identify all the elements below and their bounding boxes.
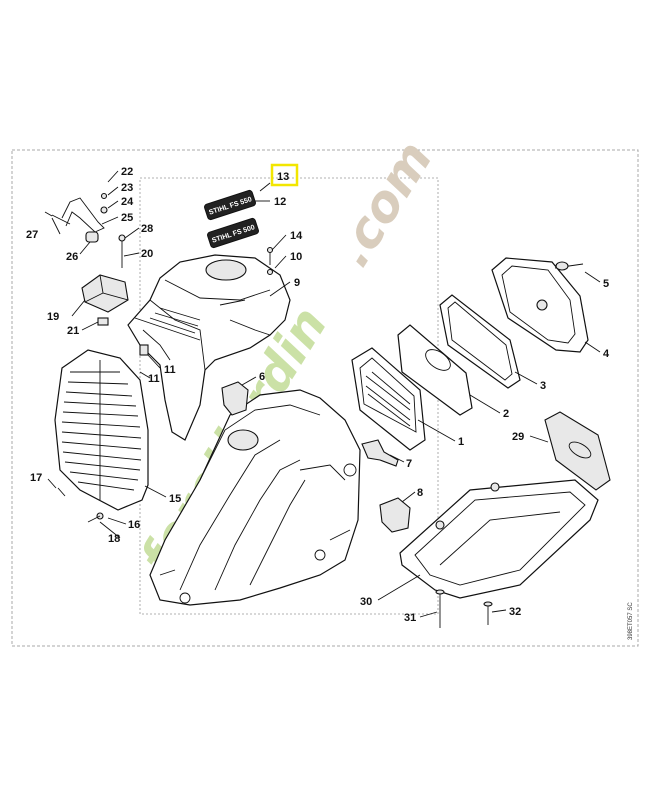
label-32: 32 — [509, 606, 521, 618]
label-13: 13 — [277, 171, 289, 183]
filter-cover-part — [491, 257, 589, 353]
label-11b: 11 — [148, 373, 160, 385]
decal-parts: STIHL FS 550 STIHL FS 500 — [204, 189, 259, 249]
label-18: 18 — [108, 533, 120, 545]
highlight-box — [270, 163, 299, 187]
label-10: 10 — [290, 251, 302, 263]
label-17: 17 — [30, 472, 42, 484]
label-19: 19 — [47, 311, 59, 323]
shroud-part — [127, 254, 291, 441]
housing-part — [149, 389, 361, 606]
filter-base-part — [399, 479, 599, 599]
label-27: 27 — [26, 229, 38, 241]
seal-frame-part — [439, 294, 521, 389]
watermark-text-brown: .com — [323, 131, 444, 276]
label-21: 21 — [67, 325, 79, 337]
gasket-part — [397, 324, 473, 416]
label-7: 7 — [406, 458, 412, 470]
label-9: 9 — [294, 277, 300, 289]
filter-plate-part — [351, 347, 426, 451]
label-14: 14 — [290, 230, 303, 242]
label-30: 30 — [360, 596, 372, 608]
label-8: 8 — [417, 487, 423, 499]
wire-clip-part — [44, 192, 108, 243]
label-25: 25 — [121, 212, 133, 224]
label-1: 1 — [458, 436, 464, 448]
filter-element-part — [544, 411, 611, 491]
label-23: 23 — [121, 182, 133, 194]
label-15: 15 — [169, 493, 181, 505]
label-24: 24 — [121, 196, 134, 208]
label-26: 26 — [66, 251, 78, 263]
guard-cover-part — [54, 349, 149, 511]
small-parts — [221, 381, 411, 533]
label-6: 6 — [259, 371, 265, 383]
leader-lines — [47, 170, 601, 618]
label-16: 16 — [128, 519, 140, 531]
label-28: 28 — [141, 223, 153, 235]
part-labels: 22 23 24 25 27 26 28 20 19 21 13 12 14 1… — [26, 166, 610, 624]
bracket-part — [81, 274, 129, 313]
label-12: 12 — [274, 196, 286, 208]
label-2: 2 — [503, 408, 509, 420]
label-20: 20 — [141, 248, 153, 260]
diagram-frame — [11, 149, 639, 647]
label-5: 5 — [603, 278, 609, 290]
drawing-code: 398ET057 SC — [628, 602, 634, 640]
label-4: 4 — [603, 348, 610, 360]
label-3: 3 — [540, 380, 546, 392]
label-29: 29 — [512, 431, 524, 443]
label-11a: 11 — [164, 364, 176, 376]
base-screws — [435, 589, 493, 628]
screw-parts — [57, 234, 274, 523]
label-22: 22 — [121, 166, 133, 178]
label-31: 31 — [404, 612, 416, 624]
